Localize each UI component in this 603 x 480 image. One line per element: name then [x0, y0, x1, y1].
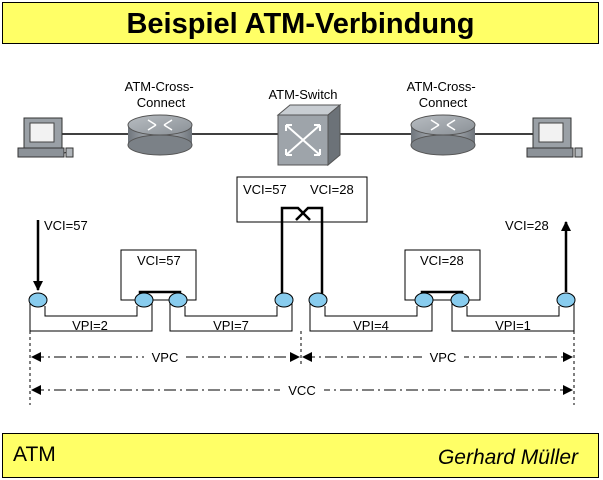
footer-author: Gerhard Müller	[437, 446, 578, 469]
vpi-tube-4	[451, 300, 575, 332]
right-cc-label-line2: Connect	[419, 95, 468, 110]
vpc-right-label: VPC	[430, 350, 457, 365]
footer-bar: ATM Gerhard Müller	[2, 433, 599, 478]
left-cc-label-line1: ATM-Cross-	[125, 79, 194, 94]
left-cross-connect-label: ATM-Cross- Connect	[125, 79, 198, 110]
cc2-vci-label: VCI=28	[420, 253, 464, 268]
vpc-left-label: VPC	[152, 350, 179, 365]
left-workstation-icon	[17, 117, 74, 158]
vpi-tube-2	[169, 300, 293, 332]
right-cc-label-line1: ATM-Cross-	[407, 79, 476, 94]
title-bar: Beispiel ATM-Verbindung	[2, 2, 599, 44]
switch-label: ATM-Switch	[268, 87, 337, 102]
right-workstation-icon	[526, 117, 583, 158]
vpi-4-label: VPI=1	[495, 318, 531, 333]
switch-vci-in-label: VCI=57	[243, 182, 287, 197]
left-cross-connect-icon	[127, 114, 193, 156]
atm-switch-icon	[276, 103, 342, 167]
vci-out-label: VCI=28	[505, 218, 549, 233]
vpi-3-label: VPI=4	[353, 318, 389, 333]
right-cross-connect-label: ATM-Cross- Connect	[407, 79, 480, 110]
vpi-tube-3	[309, 300, 433, 332]
footer-topic: ATM	[13, 443, 56, 466]
switch-vci-out-label: VCI=28	[310, 182, 354, 197]
cc1-vci-label: VCI=57	[137, 253, 181, 268]
vci-in-label: VCI=57	[44, 218, 88, 233]
vpi-1-label: VPI=2	[72, 318, 108, 333]
tube-openings	[28, 292, 576, 308]
switch-vci-path	[280, 206, 324, 298]
vpi-tube-1	[29, 300, 153, 332]
vcc-label: VCC	[288, 383, 315, 398]
guide-lines	[29, 331, 575, 405]
right-cross-connect-icon	[410, 114, 476, 156]
vpi-2-label: VPI=7	[213, 318, 249, 333]
left-cc-label-line2: Connect	[137, 95, 186, 110]
page-title: Beispiel ATM-Verbindung	[126, 8, 475, 40]
